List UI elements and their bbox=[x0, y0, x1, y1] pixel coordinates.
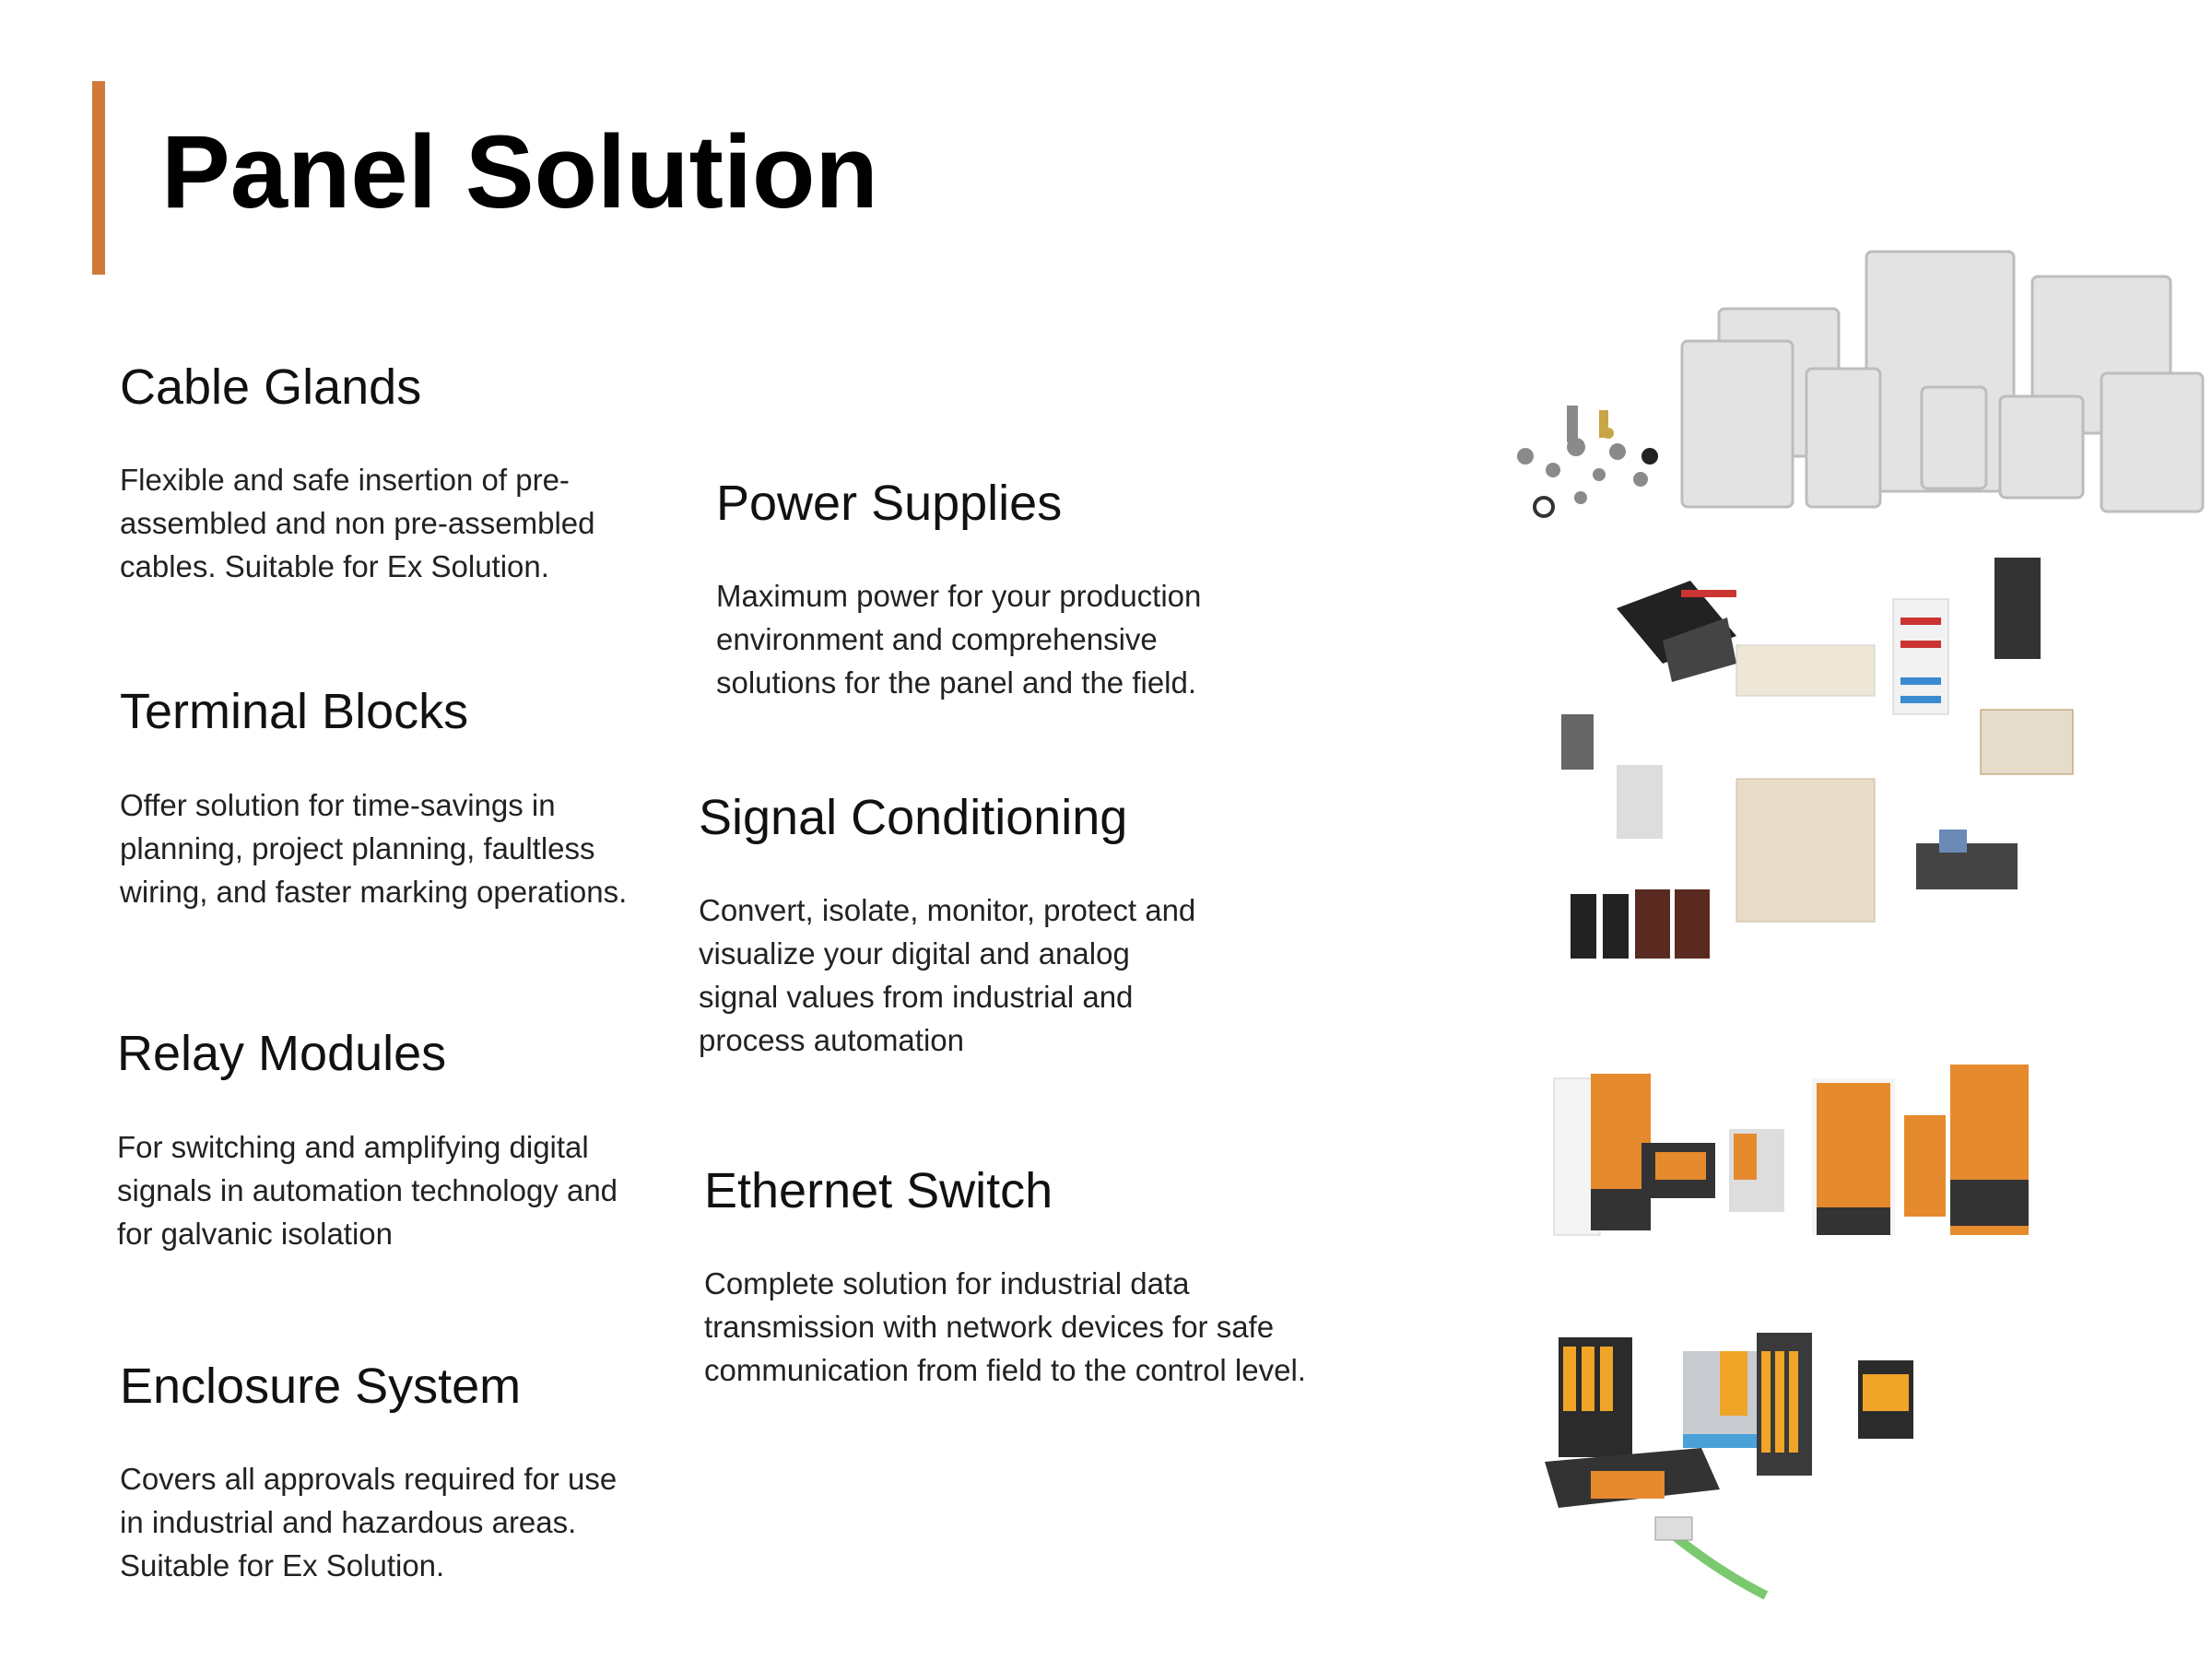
ethernet-switch-heading: Ethernet Switch bbox=[704, 1163, 1053, 1218]
signal-conditioning-image bbox=[1545, 1333, 1913, 1600]
page-title: Panel Solution bbox=[161, 114, 878, 229]
ethernet-switch-text: Complete solution for industrial data tr… bbox=[704, 1266, 1306, 1387]
signal-conditioning-text: Convert, isolate, monitor, protect and v… bbox=[699, 893, 1196, 1057]
power-supplies-text: Maximum power for your production enviro… bbox=[716, 579, 1202, 700]
terminal-blocks-image bbox=[1561, 558, 2074, 959]
cable-glands-heading: Cable Glands bbox=[120, 359, 422, 415]
enclosure-system-heading: Enclosure System bbox=[120, 1359, 522, 1414]
signal-conditioning-heading: Signal Conditioning bbox=[699, 790, 1128, 845]
enclosures-and-cable-glands-image bbox=[1517, 250, 2205, 518]
cable-glands-text: Flexible and safe insertion of pre- asse… bbox=[120, 463, 595, 583]
power-supplies-heading: Power Supplies bbox=[716, 476, 1063, 531]
relay-modules-text: For switching and amplifying digital sig… bbox=[117, 1130, 618, 1251]
power-supplies-image bbox=[1553, 1065, 2029, 1236]
terminal-blocks-text: Offer solution for time-savings in plann… bbox=[120, 788, 628, 909]
relay-modules-heading: Relay Modules bbox=[117, 1026, 447, 1081]
terminal-blocks-heading: Terminal Blocks bbox=[120, 684, 469, 739]
enclosure-system-text: Covers all approvals required for use in… bbox=[120, 1462, 618, 1583]
title-accent-bar bbox=[92, 81, 105, 275]
